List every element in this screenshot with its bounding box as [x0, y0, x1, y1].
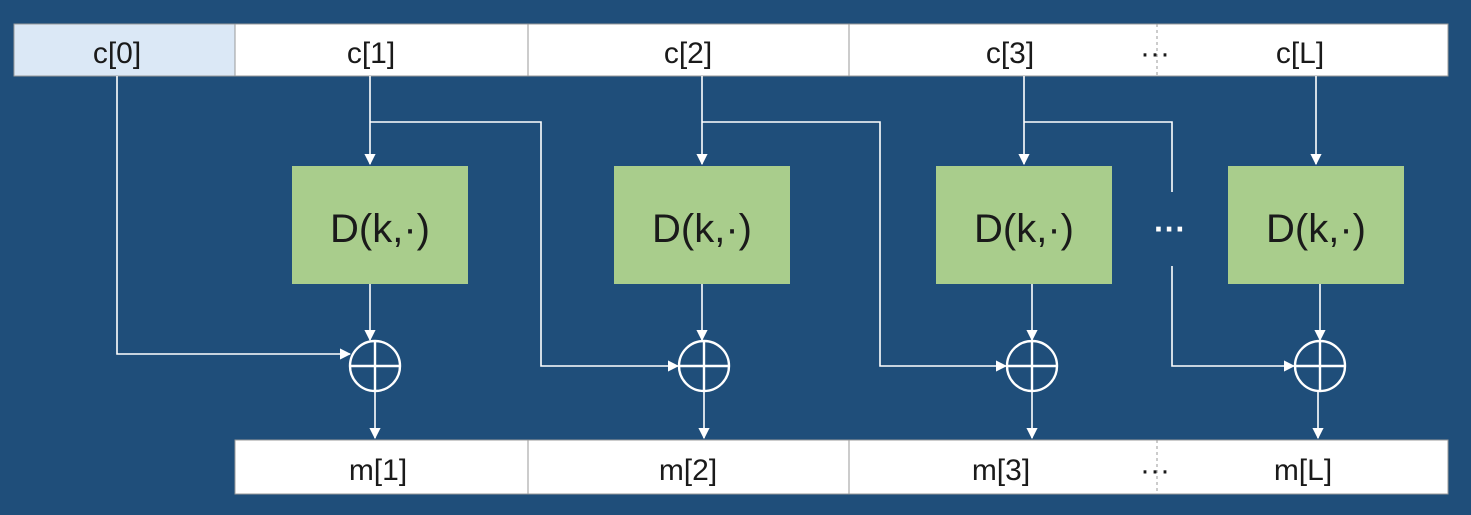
ciphertext-cell-3-to-L — [848, 23, 1449, 77]
ciphertext-label-3: c[3] — [986, 37, 1034, 70]
decrypt-label-L: D(k,·) — [1266, 207, 1366, 251]
xor-icon-1 — [348, 339, 402, 393]
decrypt-label-3: D(k,·) — [974, 207, 1074, 251]
xor-icon-2 — [677, 339, 731, 393]
decrypt-block-3 — [936, 166, 1112, 284]
wire-c1-to-xor-2 — [370, 121, 680, 372]
plaintext-ellipsis: ··· — [1140, 454, 1170, 487]
iv-label: c[0] — [93, 37, 141, 70]
ciphertext-cell-1 — [234, 23, 529, 77]
wire-iv-to-xor-1 — [116, 76, 352, 360]
decrypt-block-1 — [292, 166, 468, 284]
decrypt-block-2 — [614, 166, 790, 284]
plaintext-cell-3-to-L — [848, 439, 1449, 495]
plaintext-label-2: m[2] — [659, 454, 717, 487]
iv-cell — [13, 23, 236, 77]
ciphertext-label-L: c[L] — [1276, 37, 1324, 70]
wires — [116, 76, 1326, 440]
ciphertext-label-2: c[2] — [664, 37, 712, 70]
wire-c3-branch-top — [1024, 121, 1173, 192]
wire-c2-to-xor-3 — [702, 121, 1008, 372]
decrypt-label-1: D(k,·) — [330, 207, 430, 251]
xor-nodes — [348, 339, 1347, 393]
plaintext-label-1: m[1] — [349, 454, 407, 487]
plaintext-row: m[1] m[2] m[3] ··· m[L] — [234, 439, 1449, 495]
decrypt-ellipsis: ··· — [1154, 211, 1186, 247]
plaintext-label-L: m[L] — [1274, 454, 1332, 487]
ciphertext-ellipsis: ··· — [1140, 37, 1170, 70]
xor-icon-3 — [1005, 339, 1059, 393]
ciphertext-cell-2 — [527, 23, 850, 77]
decrypt-blocks: D(k,·) D(k,·) D(k,·) D(k,·) ··· — [292, 166, 1404, 284]
ciphertext-row: c[0] c[1] c[2] c[3] ··· c[L] — [13, 23, 1449, 77]
xor-icon-L — [1293, 339, 1347, 393]
plaintext-cell-2 — [527, 439, 850, 495]
decrypt-block-L — [1228, 166, 1404, 284]
plaintext-label-3: m[3] — [972, 454, 1030, 487]
ciphertext-label-1: c[1] — [347, 37, 395, 70]
plaintext-cell-1 — [234, 439, 529, 495]
wire-c3-branch-bottom — [1171, 266, 1296, 372]
decrypt-label-2: D(k,·) — [652, 207, 752, 251]
